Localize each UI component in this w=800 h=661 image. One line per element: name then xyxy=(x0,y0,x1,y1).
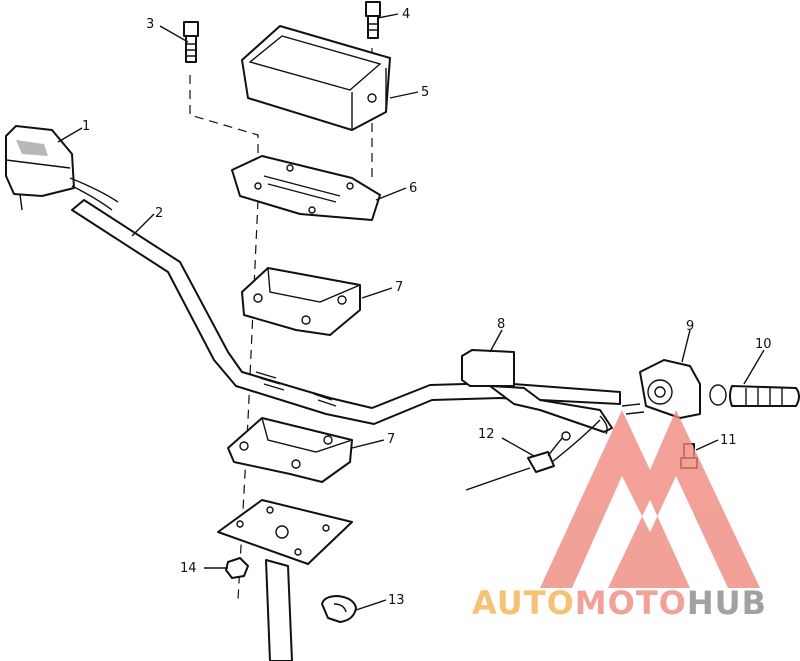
part-6-plate xyxy=(231,155,381,221)
callout-7-lower: 7 xyxy=(387,432,395,447)
part-1-switch-housing xyxy=(5,125,119,211)
callout-2: 2 xyxy=(155,206,163,221)
watermark-text-moto: MOTO xyxy=(575,584,687,622)
watermark-text-hub: HUB xyxy=(687,584,767,622)
callout-1: 1 xyxy=(82,119,90,134)
callout-12: 12 xyxy=(478,427,495,442)
watermark-triangle-mark xyxy=(540,410,760,588)
callout-14: 14 xyxy=(180,561,197,576)
part-12-connector xyxy=(465,419,601,491)
part-7-lower-clamp xyxy=(227,417,353,483)
callout-7-upper: 7 xyxy=(395,280,403,295)
leader-lines xyxy=(57,13,765,611)
part-10-grip xyxy=(709,384,800,407)
callout-8: 8 xyxy=(497,317,505,332)
callout-10: 10 xyxy=(755,337,772,352)
callout-numbers: 1 2 3 4 5 6 7 7 8 9 10 11 12 13 14 xyxy=(82,7,772,608)
callout-3: 3 xyxy=(146,17,154,32)
part-13-clip xyxy=(321,595,357,623)
part-2-handlebar xyxy=(71,199,621,425)
callout-11: 11 xyxy=(720,433,737,448)
watermark-text-auto: AUTO xyxy=(472,584,575,622)
part-3-bolt xyxy=(183,21,199,63)
base-plate-and-post xyxy=(217,499,353,661)
callout-9: 9 xyxy=(686,319,694,334)
part-4-bolt xyxy=(365,1,381,39)
callout-5: 5 xyxy=(421,85,429,100)
part-14-nut xyxy=(225,557,249,579)
part-8-brake-lever xyxy=(461,349,613,435)
callout-4: 4 xyxy=(402,7,410,22)
callout-6: 6 xyxy=(409,181,417,196)
part-9-throttle-housing xyxy=(621,359,701,419)
callout-13: 13 xyxy=(388,593,405,608)
watermark-logo: AUTOMOTOHUB xyxy=(472,410,767,622)
part-7-upper-clamp xyxy=(241,267,361,336)
svg-text:AUTOMOTOHUB: AUTOMOTOHUB xyxy=(472,584,767,622)
part-5-clamp-cover xyxy=(241,25,391,131)
